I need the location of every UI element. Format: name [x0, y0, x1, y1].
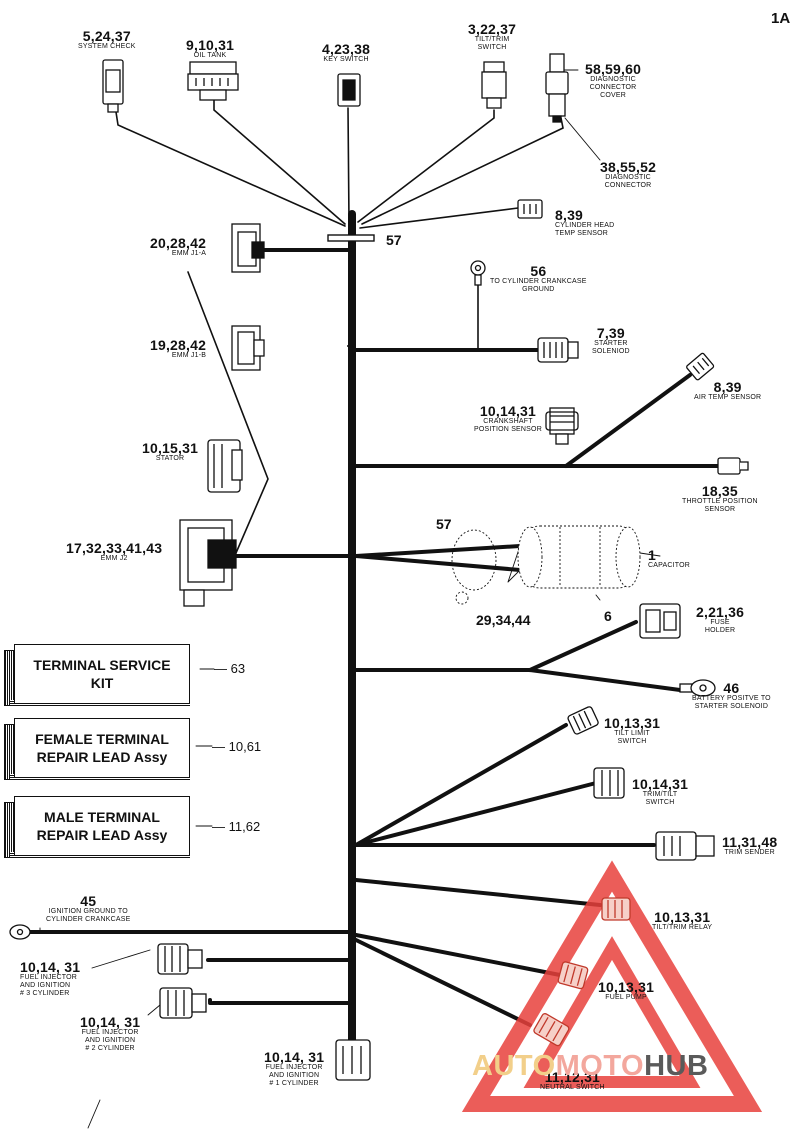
label-crankshaft-sensor: 10,14,31 CRANKSHAFT POSITION SENSOR	[474, 403, 542, 433]
label-air-temp: 8,39 AIR TEMP SENSOR	[694, 379, 762, 401]
kit-side	[4, 724, 15, 780]
label-oil-tank: 9,10,31 OIL TANK	[186, 37, 235, 59]
emm-j2-connector	[179, 519, 237, 607]
label-emm-j1a: 20,28,42 EMM J1-A	[150, 235, 207, 257]
cylinder-head-temp-connector	[517, 199, 543, 219]
fuel-injector-3-connector	[157, 943, 203, 975]
ground-eyelet	[470, 260, 486, 286]
watermark-part1: AUTO	[472, 1050, 556, 1082]
label-tilt-limit: 10,13,31 TILT LIMIT SWITCH	[604, 715, 661, 745]
label-key-switch: 4,23,38 KEY SWITCH	[322, 41, 371, 63]
neutral-switch-connector	[533, 1013, 570, 1047]
kit-side	[4, 802, 15, 858]
label-diagnostic-cover: 58,59,60 DIAGNOSTIC CONNECTOR COVER	[585, 61, 642, 99]
label-tie-57: 57	[386, 232, 402, 248]
label-trim-sender: 11,31,48 TRIM SENDER	[722, 834, 778, 856]
label-fuel-injector-3: 10,14, 31 FUEL INJECTOR AND IGNITION # 3…	[20, 959, 81, 997]
fuel-injector-2-connector	[159, 987, 207, 1019]
tilt-trim-relay-connector	[601, 897, 631, 921]
page-number: 1A	[771, 10, 791, 27]
kit-ref-10-61: — 10,61	[212, 739, 262, 754]
crankshaft-sensor-connector	[545, 407, 579, 445]
kit-ref-11-62: — 11,62	[212, 819, 261, 834]
label-system-check: 5,24,37 SYSTEM CHECK	[78, 28, 136, 50]
oil-tank-connector	[187, 61, 239, 101]
label-tilt-trim-relay: 10,13,31 TILT/TRIM RELAY	[652, 909, 713, 931]
label-clip-57: 57	[436, 516, 452, 532]
label-emm-j1b: 19,28,42 EMM J1-B	[150, 337, 207, 359]
fuel-injector-1-connector	[335, 1039, 371, 1081]
diagnostic-connector	[545, 53, 569, 123]
label-starter-solenoid: 7,39 STARTER SOLENIOD	[592, 325, 630, 355]
label-stator: 10,15,31 STATOR	[142, 440, 199, 462]
battery-eyelet	[679, 679, 716, 697]
watermark-triangle	[461, 860, 763, 1112]
emm-j1b-connector	[231, 325, 265, 371]
label-diagnostic-connector: 38,55,52 DIAGNOSTIC CONNECTOR	[600, 159, 657, 189]
watermark-triangle-inner	[523, 936, 701, 1088]
capacitor-body	[517, 525, 641, 589]
label-neutral-switch: 11,12,31 NEUTRAL SWITCH	[540, 1069, 605, 1091]
trim-sender-connector	[655, 831, 715, 861]
trim-tilt-switch-connector	[593, 767, 625, 799]
label-capacitor-leads: 29,34,44	[476, 612, 531, 628]
air-temp-connector	[686, 352, 715, 381]
kit-side	[4, 650, 15, 706]
tilt-trim-switch-connector	[481, 61, 507, 109]
stator-connector	[207, 439, 243, 493]
throttle-sensor-connector	[717, 457, 749, 475]
label-ground-56: 56 TO CYLINDER CRANKCASE GROUND	[490, 263, 587, 293]
tilt-limit-connector	[567, 706, 599, 735]
label-capacitor: 1 CAPACITOR	[648, 547, 690, 569]
label-ignition-ground: 45 IGNITION GROUND TO CYLINDER CRANKCASE	[46, 893, 131, 923]
watermark-part2: MOTO	[555, 1050, 645, 1082]
key-switch-connector	[337, 73, 361, 107]
label-fuel-pump: 10,13,31 FUEL PUMP	[598, 979, 655, 1001]
label-battery-lead: 46 BATTERY POSITVE TO STARTER SOLENOID	[692, 680, 771, 710]
fuel-pump-connector	[557, 961, 589, 990]
system-check-connector	[102, 59, 124, 113]
label-cylinder-head-temp: 8,39 CYLINDER HEAD TEMP SENSOR	[555, 207, 615, 237]
label-fuel-injector-2: 10,14, 31 FUEL INJECTOR AND IGNITION # 2…	[80, 1014, 141, 1052]
watermark-text: AUTOMOTOHUB	[472, 1050, 708, 1083]
capacitor-clip	[451, 529, 497, 605]
starter-solenoid-connector	[537, 337, 579, 363]
fuse-holder	[639, 603, 681, 639]
label-throttle-sensor: 18,35 THROTTLE POSITION SENSOR	[682, 483, 758, 513]
label-trim-tilt-switch: 10,14,31 TRIM/TILT SWITCH	[632, 776, 689, 806]
label-tilt-trim-switch: 3,22,37 TILT/TRIM SWITCH	[468, 21, 517, 51]
label-capacitor-bracket: 6	[604, 608, 612, 624]
watermark-part3: HUB	[644, 1050, 709, 1082]
emm-j1a-connector	[231, 223, 265, 273]
label-fuel-injector-1: 10,14, 31 FUEL INJECTOR AND IGNITION # 1…	[264, 1049, 325, 1087]
label-emm-j2: 17,32,33,41,43 EMM J2	[66, 540, 163, 562]
ignition-ground-eyelet	[9, 924, 31, 940]
label-fuse-holder: 2,21,36 FUSE HOLDER	[696, 604, 745, 634]
kit-ref-63: — 63	[214, 661, 246, 676]
